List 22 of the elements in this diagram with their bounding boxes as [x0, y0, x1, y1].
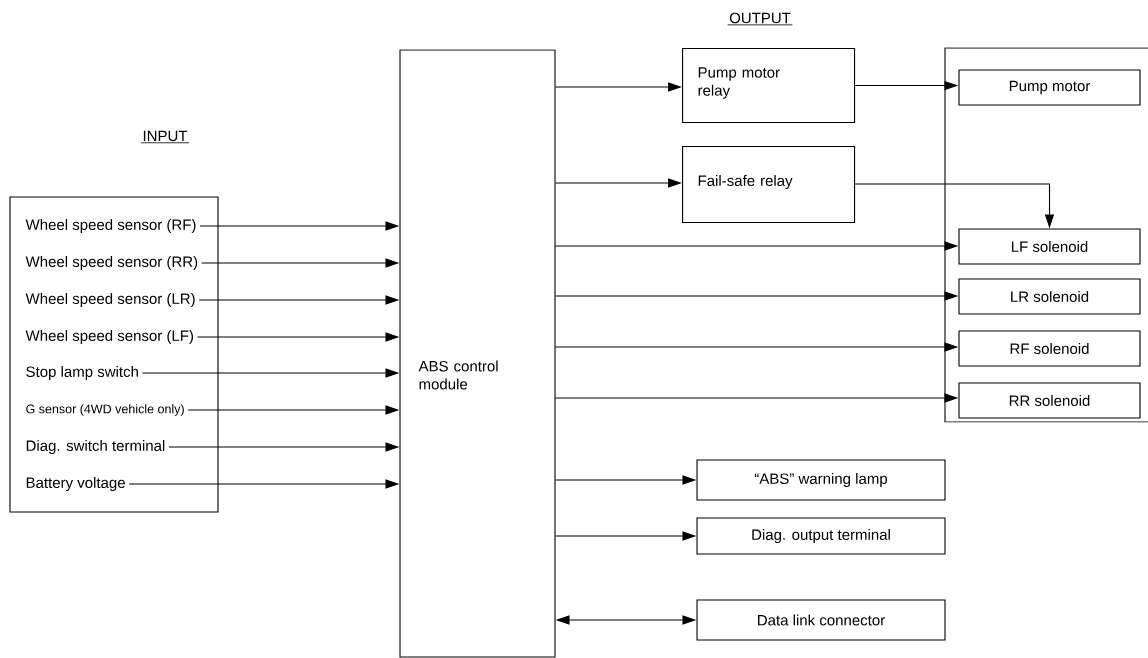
- input-signal-label: Wheel speed sensor (LR): [25, 293, 195, 307]
- input-signal-label: Wheel speed sensor (LF): [25, 330, 193, 344]
- input-signal-label: G sensor (4WD vehicle only): [26, 404, 184, 416]
- input-signal-label: Wheel speed sensor (RR): [25, 256, 198, 270]
- component-box: LR solenoid: [958, 278, 1141, 315]
- relay-box: Pump motor relay: [682, 48, 856, 124]
- solenoid-group-frame: [944, 47, 1148, 423]
- heading-label: OUTPUT: [729, 12, 791, 24]
- component-box: Data link connector: [696, 599, 946, 641]
- component-box: “ABS” warning lamp: [696, 459, 946, 501]
- relay-box: Fail-safe relay: [682, 146, 856, 224]
- component-box: Pump motor: [958, 69, 1141, 106]
- component-box: RF solenoid: [958, 330, 1141, 367]
- input-signal-label: Battery voltage: [26, 477, 125, 491]
- node-label: INPUT: [143, 130, 188, 142]
- input-signal-label: Diag. switch terminal: [26, 440, 165, 454]
- component-box: RR solenoid: [958, 382, 1141, 419]
- component-box: Diag. output terminal: [696, 517, 946, 555]
- input-signal-label: Stop lamp switch: [26, 366, 138, 380]
- control-module-box: ABS control module: [399, 49, 556, 658]
- component-box: LF solenoid: [958, 228, 1141, 265]
- input-signal-label: Wheel speed sensor (RF): [25, 219, 196, 233]
